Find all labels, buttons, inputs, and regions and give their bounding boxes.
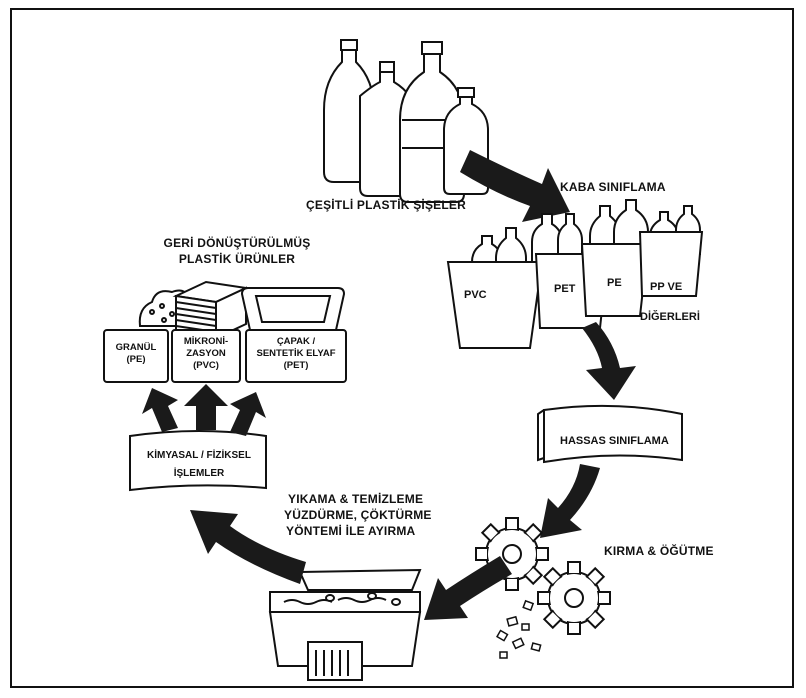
recycled-products-illustration: [103, 280, 347, 383]
product-granule-type: (PE): [126, 354, 146, 365]
crusher-gears-illustration: [475, 517, 611, 659]
arrow-to-chemical-processes: [190, 510, 306, 584]
sorting-bins-illustration: [446, 199, 704, 349]
arrow-to-crushing: [540, 464, 600, 538]
plastic-flakes-icon: [496, 599, 542, 659]
label-chemical-1: KİMYASAL / FİZİKSEL: [147, 450, 251, 461]
fine-sorting-card: [537, 404, 683, 464]
tray-icon: [240, 287, 346, 331]
label-rough-sorting: KABA SINIFLAMA: [560, 180, 666, 194]
diagram-frame: [10, 8, 794, 688]
label-washing-2: YÜZDÜRME, ÇÖKTÜRME: [284, 508, 432, 522]
plastic-bottles-illustration: [323, 39, 489, 203]
micronization-box: [171, 329, 241, 383]
product-granule-label: GRANÜL: [115, 342, 157, 353]
arrow-bottles-to-sorting: [460, 150, 570, 222]
arrows-to-products: [142, 384, 266, 436]
label-plastic-bottles: ÇEŞİTLİ PLASTİK ŞİŞELER: [306, 198, 466, 212]
arrow-to-fine-sorting: [582, 322, 636, 400]
bin-label-others: DİĞERLERİ: [640, 311, 700, 323]
product-micronization-label-1: MİKRONİ-: [183, 336, 229, 347]
product-micronization-type: (PVC): [193, 360, 219, 371]
product-flakes-type: (PET): [283, 360, 309, 371]
label-fine-sorting: HASSAS SINIFLAMA: [560, 435, 669, 447]
granule-box: [103, 329, 169, 383]
gear-icon: [537, 561, 611, 635]
arrow-to-washing: [424, 556, 512, 620]
bin-pe: [580, 243, 650, 317]
washing-tank-illustration: [268, 568, 422, 681]
label-chemical-2: İŞLEMLER: [173, 468, 225, 479]
chemical-process-card: [129, 430, 267, 492]
bin-label-pp: PP VE: [650, 281, 683, 293]
label-washing-1: YIKAMA & TEMİZLEME: [288, 492, 424, 506]
label-products-1: GERİ DÖNÜŞTÜRÜLMÜŞ: [163, 236, 311, 250]
product-micronization-label-2: ZASYON: [186, 348, 226, 359]
product-flakes-label-1: ÇAPAK /: [276, 336, 316, 347]
bin-label-pet: PET: [554, 283, 576, 295]
flakes-fiber-box: [245, 329, 347, 383]
bin-label-pvc: PVC: [464, 289, 487, 301]
label-products-2: PLASTİK ÜRÜNLER: [178, 252, 296, 266]
product-flakes-label-2: SENTETİK ELYAF: [256, 348, 336, 359]
bin-pp: [638, 231, 704, 297]
bin-label-pe: PE: [607, 277, 622, 289]
bin-pvc: [446, 261, 544, 349]
label-crushing-grinding: KIRMA & ÖĞÜTME: [604, 544, 714, 558]
label-washing-3: YÖNTEMİ İLE AYIRMA: [286, 524, 416, 538]
sheet-stack-icon: [172, 280, 250, 340]
